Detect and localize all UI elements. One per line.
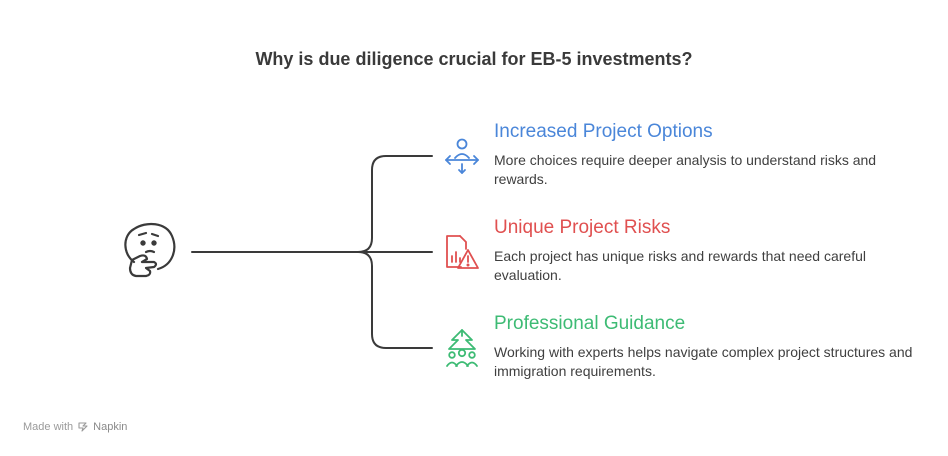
connector-top xyxy=(357,155,433,253)
branch-description: Working with experts helps navigate comp… xyxy=(494,344,913,379)
made-with-footer[interactable]: Made with Napkin xyxy=(23,421,127,433)
branch-professional-guidance: Professional Guidance Working with exper… xyxy=(494,312,914,381)
branch-description: Each project has unique risks and reward… xyxy=(494,248,866,283)
options-arrows-icon xyxy=(445,138,479,174)
connector-lines xyxy=(191,155,433,349)
napkin-logo-icon xyxy=(78,422,88,432)
risk-warning-icon xyxy=(446,235,479,269)
thinking-face-icon xyxy=(124,222,176,278)
diagram-title: Why is due diligence crucial for EB-5 in… xyxy=(255,49,693,69)
napkin-brand-label: Napkin xyxy=(93,421,128,433)
branch-unique-risks: Unique Project Risks Each project has un… xyxy=(494,216,914,285)
branch-title: Increased Project Options xyxy=(494,121,713,142)
branch-title: Unique Project Risks xyxy=(494,217,671,238)
guidance-tree-icon xyxy=(446,329,478,367)
made-with-label: Made with xyxy=(23,421,74,433)
connector-bottom xyxy=(357,251,433,349)
branch-title: Professional Guidance xyxy=(494,313,686,334)
branch-description: More choices require deeper analysis to … xyxy=(494,152,877,187)
branch-increased-options: Increased Project Options More choices r… xyxy=(494,120,914,189)
